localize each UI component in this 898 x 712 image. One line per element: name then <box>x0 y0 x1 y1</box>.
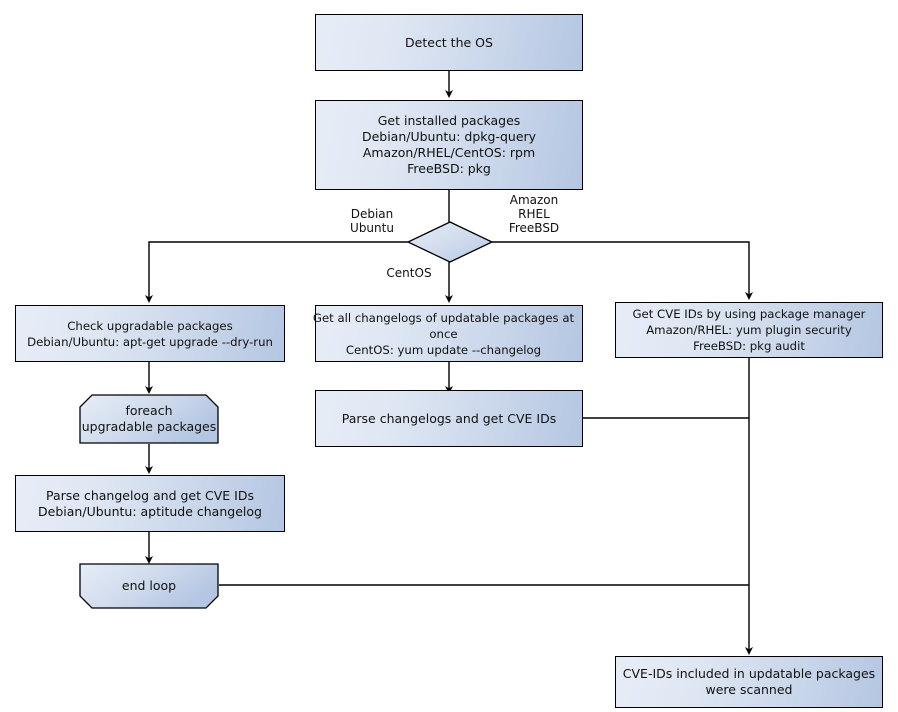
node-get-installed-packages-label: Get installed packages Debian/Ubuntu: dp… <box>361 113 537 176</box>
node-parse-changelog-left[interactable]: Parse changelog and get CVE IDs Debian/U… <box>15 475 285 532</box>
edge-label-left-branch: Debian Ubuntu <box>350 207 394 235</box>
node-end-loop-label: end loop <box>121 578 177 593</box>
node-get-all-changelogs[interactable]: Get all changelogs of updatable packages… <box>313 305 583 362</box>
node-check-upgradable-packages[interactable]: Check upgradable packages Debian/Ubuntu:… <box>15 305 285 362</box>
node-get-cve-by-package-manager-label: Get CVE IDs by using package manager Ama… <box>632 307 866 353</box>
edge-label-right-branch: Amazon RHEL FreeBSD <box>508 193 560 235</box>
node-detect-os-label: Detect the OS <box>405 34 493 50</box>
edge-label-down-branch: CentOS <box>386 266 432 280</box>
node-get-cve-by-package-manager[interactable]: Get CVE IDs by using package manager Ama… <box>615 302 883 358</box>
node-detect-os[interactable]: Detect the OS <box>315 14 583 71</box>
node-parse-changelogs-mid-label: Parse changelogs and get CVE IDs <box>341 410 557 426</box>
decision-diamond-shape <box>406 221 494 263</box>
node-parse-changelog-left-label: Parse changelog and get CVE IDs Debian/U… <box>38 487 262 519</box>
end-loop-shape <box>79 563 219 609</box>
node-check-upgradable-packages-label: Check upgradable packages Debian/Ubuntu:… <box>27 318 273 349</box>
node-foreach-label: foreach upgradable packages <box>81 403 217 434</box>
node-os-decision[interactable] <box>406 220 494 264</box>
node-cve-ids-scanned[interactable]: CVE-IDs included in updatable packages w… <box>615 656 883 708</box>
edge-decision-left <box>145 241 408 303</box>
edge-decision-right <box>492 241 753 300</box>
node-end-loop[interactable]: end loop <box>79 563 219 609</box>
node-cve-ids-scanned-label: CVE-IDs included in updatable packages w… <box>622 666 876 697</box>
foreach-shape <box>79 394 219 444</box>
node-get-all-changelogs-label: Get all changelogs of updatable packages… <box>312 310 575 357</box>
node-parse-changelogs-mid[interactable]: Parse changelogs and get CVE IDs <box>315 390 583 447</box>
node-get-installed-packages[interactable]: Get installed packages Debian/Ubuntu: dp… <box>315 100 583 190</box>
node-foreach-upgradable-packages[interactable]: foreach upgradable packages <box>79 394 219 444</box>
